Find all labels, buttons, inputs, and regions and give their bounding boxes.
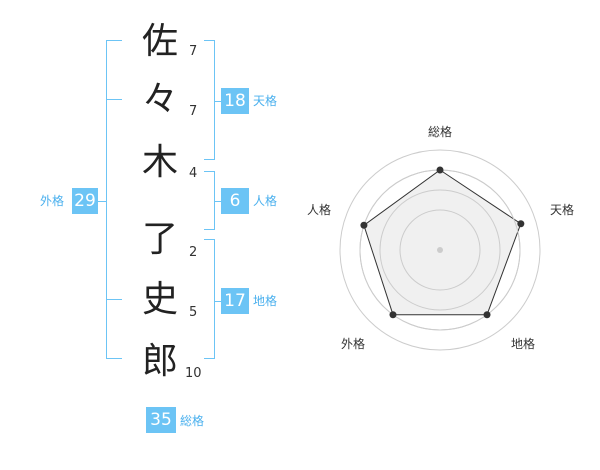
tenkaku-value-badge: 18 <box>221 88 249 114</box>
gaikaku-value-badge: 29 <box>72 188 98 214</box>
radar-axis-label-tenkaku: 天格 <box>550 203 575 217</box>
jinkaku-label: 人格 <box>253 194 278 208</box>
gaikaku-bracket-line <box>106 40 107 359</box>
stroke-count-4: 2 <box>189 245 198 260</box>
radar-inner-ring <box>399 209 481 291</box>
tenkaku-bracket-line <box>214 40 215 160</box>
gaikaku-bracket-bottom <box>106 358 122 359</box>
gaikaku-bracket-tick <box>106 299 122 300</box>
radar-axis-label-gaikaku: 外格 <box>341 337 366 351</box>
jinkaku-bracket-bottom <box>204 229 215 230</box>
jinkaku-bracket-top <box>204 171 215 172</box>
name-char-4: 了 <box>141 219 178 260</box>
radar-axis-label-soukaku: 総格 <box>428 125 453 139</box>
gaikaku-bracket-tick <box>106 99 122 100</box>
chikaku-label: 地格 <box>253 294 278 308</box>
radar-area <box>363 169 522 316</box>
gaikaku-bracket-connector <box>98 201 107 202</box>
tenkaku-bracket-connector <box>214 101 221 102</box>
name-char-3: 木 <box>141 142 178 183</box>
radar-center-dot <box>437 247 443 253</box>
stroke-count-1: 7 <box>189 44 198 59</box>
radar-point-1 <box>436 166 444 174</box>
radar-point-3 <box>483 311 491 319</box>
gaikaku-label: 外格 <box>40 194 65 208</box>
name-char-2: 々 <box>141 79 178 120</box>
jinkaku-bracket-connector <box>214 201 221 202</box>
soukaku-label: 総格 <box>180 414 205 428</box>
radar-point-2 <box>517 220 525 228</box>
radar-point-4 <box>389 311 397 319</box>
radar-inner-ring <box>379 189 501 311</box>
radar-axis-label-jinkaku: 人格 <box>307 203 332 217</box>
name-char-6: 郎 <box>141 341 178 382</box>
name-char-5: 史 <box>141 279 178 320</box>
chikaku-value-badge: 17 <box>221 288 249 314</box>
soukaku-value-badge: 35 <box>146 407 176 433</box>
jinkaku-value-badge: 6 <box>221 188 249 214</box>
tenkaku-label: 天格 <box>253 94 278 108</box>
name-char-1: 佐 <box>141 21 178 62</box>
tenkaku-bracket-bottom <box>204 159 215 160</box>
chikaku-bracket-line <box>214 239 215 359</box>
chikaku-bracket-bottom <box>204 358 215 359</box>
stroke-count-3: 4 <box>189 166 198 181</box>
radar-axis-label-chikaku: 地格 <box>511 337 536 351</box>
stroke-count-2: 7 <box>189 104 198 119</box>
radar-point-5 <box>360 221 368 229</box>
stroke-count-6: 10 <box>185 366 202 381</box>
radar-chart <box>339 149 541 351</box>
tenkaku-bracket-top <box>204 40 215 41</box>
chikaku-bracket-connector <box>214 301 221 302</box>
gaikaku-bracket-top <box>106 40 122 41</box>
stroke-count-5: 5 <box>189 305 198 320</box>
jinkaku-bracket-line <box>214 171 215 230</box>
chikaku-bracket-top <box>204 239 215 240</box>
radar-ring <box>339 149 541 351</box>
